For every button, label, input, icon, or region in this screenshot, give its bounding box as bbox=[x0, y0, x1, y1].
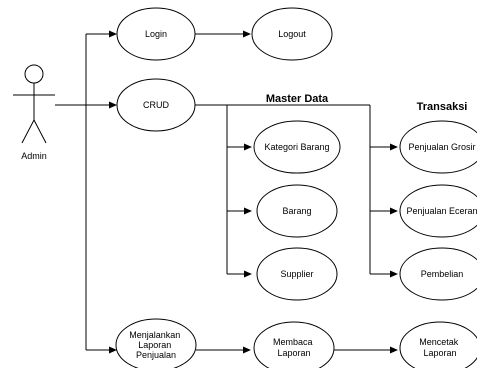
use-case-mencetak-laporan-label: Mencetak Laporan bbox=[419, 337, 461, 358]
use-case-penjualan-grosir[interactable]: Penjualan Grosir bbox=[399, 120, 477, 174]
use-case-menjalankan-laporan-penjualan[interactable]: Menjalankan Laporan Penjualan bbox=[115, 318, 197, 368]
admin-actor[interactable]: Admin bbox=[13, 64, 55, 161]
use-case-barang[interactable]: Barang bbox=[256, 184, 338, 238]
arrow-menjalankan bbox=[109, 346, 117, 354]
edges bbox=[55, 30, 398, 354]
arrow-grosir bbox=[390, 143, 398, 151]
arrow-login bbox=[109, 30, 117, 38]
transaksi-header: Transaksi bbox=[417, 101, 468, 113]
actor-label: Admin bbox=[21, 151, 47, 161]
arrow-membaca bbox=[243, 346, 251, 354]
arrow-barang bbox=[244, 207, 252, 215]
use-case-membaca-laporan-label: Membaca Laporan bbox=[273, 337, 315, 358]
use-case-supplier[interactable]: Supplier bbox=[256, 247, 338, 301]
actor-left-leg bbox=[21, 119, 35, 144]
use-case-supplier-label: Supplier bbox=[280, 269, 313, 279]
actor-head bbox=[24, 64, 44, 84]
arrow-crud bbox=[109, 101, 117, 109]
use-case-logout[interactable]: Logout bbox=[251, 7, 333, 61]
use-case-barang-label: Barang bbox=[282, 206, 311, 216]
actor-right-leg bbox=[33, 119, 47, 144]
use-case-penjualan-eceran-label: Penjualan Eceran bbox=[406, 206, 477, 216]
arrow-kategori bbox=[244, 143, 252, 151]
arrow-eceran bbox=[390, 207, 398, 215]
use-case-kategori-barang[interactable]: Kategori Barang bbox=[253, 120, 341, 174]
use-case-crud-label: CRUD bbox=[143, 100, 169, 110]
use-case-pembelian-label: Pembelian bbox=[421, 269, 464, 279]
use-case-penjualan-eceran[interactable]: Penjualan Eceran bbox=[399, 184, 477, 238]
arrow-mencetak bbox=[390, 346, 398, 354]
use-case-menjalankan-laporan-penjualan-label: Menjalankan Laporan Penjualan bbox=[129, 330, 183, 360]
arrow-supplier bbox=[244, 270, 252, 278]
use-case-crud[interactable]: CRUD bbox=[116, 78, 196, 132]
use-case-pembelian[interactable]: Pembelian bbox=[399, 247, 477, 301]
use-case-kategori-barang-label: Kategori Barang bbox=[264, 142, 329, 152]
use-case-login-label: Login bbox=[145, 29, 167, 39]
use-case-membaca-laporan[interactable]: Membaca Laporan bbox=[253, 321, 335, 368]
use-case-login[interactable]: Login bbox=[116, 7, 196, 61]
arrow-logout bbox=[243, 30, 251, 38]
use-case-penjualan-grosir-label: Penjualan Grosir bbox=[408, 142, 475, 152]
master-data-header: Master Data bbox=[266, 93, 329, 105]
arrow-pembelian bbox=[390, 270, 398, 278]
use-case-logout-label: Logout bbox=[278, 29, 306, 39]
use-case-mencetak-laporan[interactable]: Mencetak Laporan bbox=[399, 321, 477, 368]
